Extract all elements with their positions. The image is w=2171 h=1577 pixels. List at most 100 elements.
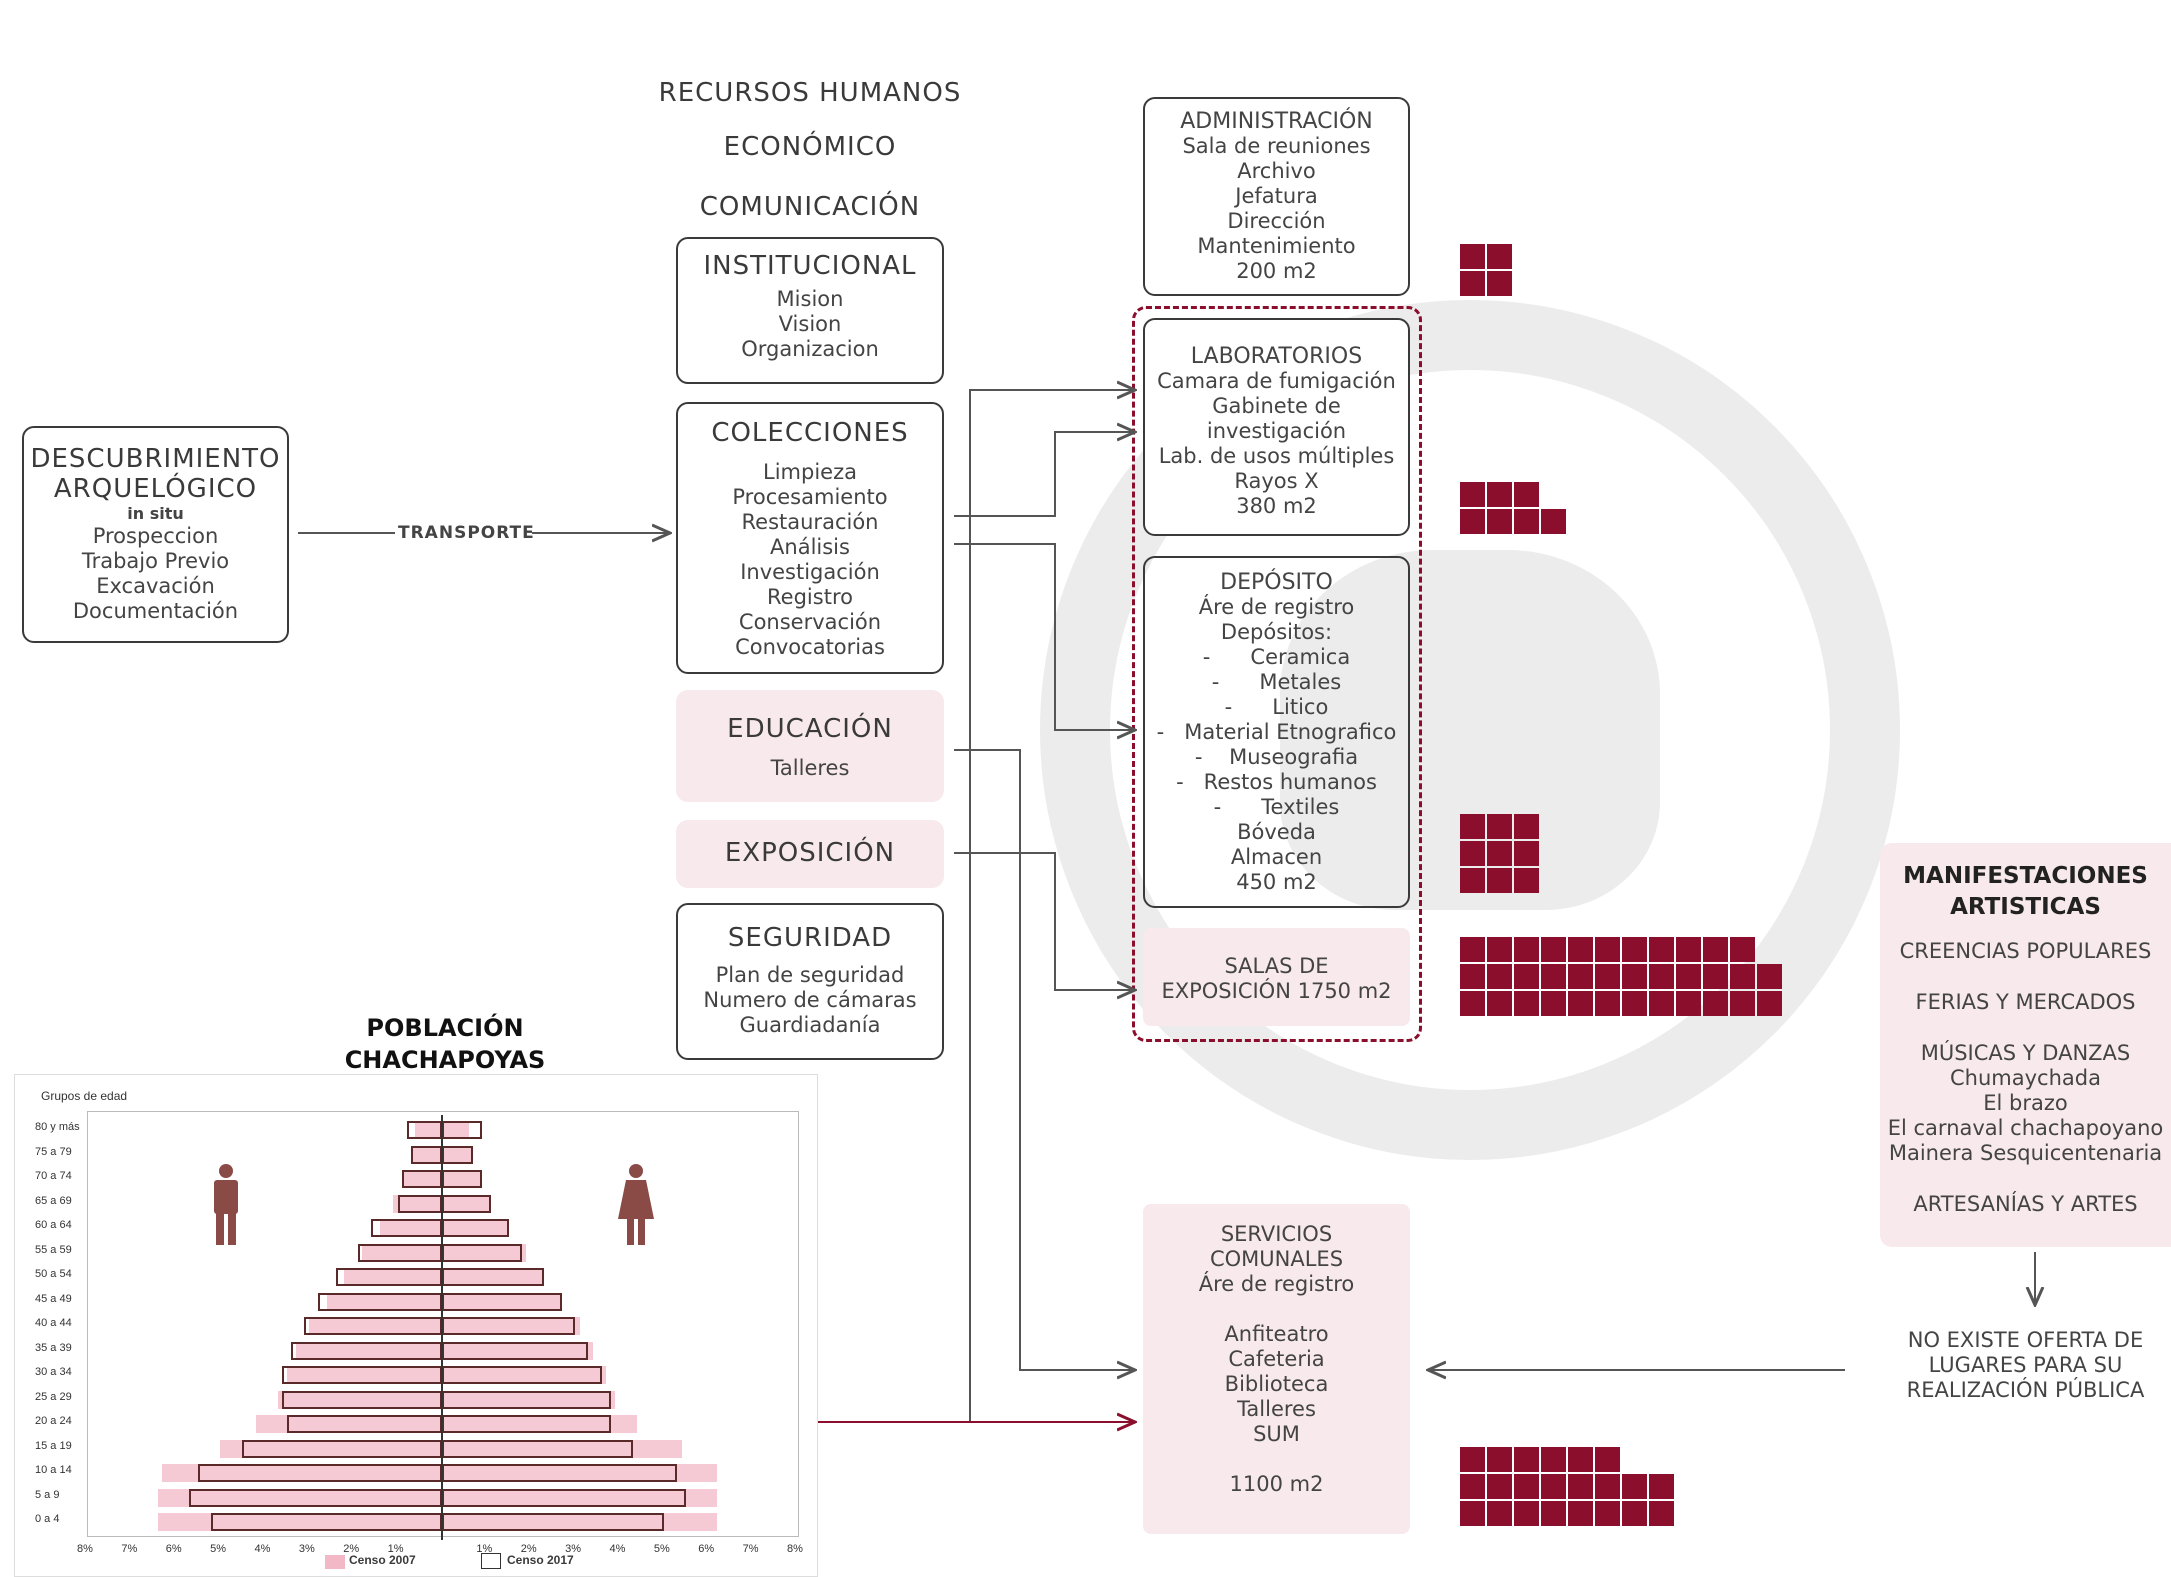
bar-2017-male: [357, 1243, 442, 1262]
seguridad-line: Guardiadanía: [739, 1013, 881, 1037]
seguridad-line: Plan de seguridad: [715, 963, 905, 987]
deposito-line: Almacen: [1230, 845, 1323, 869]
bar-2017-male: [286, 1415, 442, 1433]
chart-ylabel: Grupos de edad: [41, 1089, 128, 1103]
area-block-servicios: [1568, 1447, 1593, 1472]
poblacion-title: POBLACIÓN CHACHAPOYAS: [300, 1012, 590, 1076]
bar-2007-female: [442, 1415, 638, 1433]
area-block-salas: [1595, 991, 1620, 1016]
no-existe-text: NO EXISTE OFERTA DE LUGARES PARA SU REAL…: [1880, 1328, 2171, 1403]
area-block-salas: [1487, 937, 1512, 962]
area-block-servicios: [1460, 1501, 1485, 1526]
area-block-salas: [1676, 964, 1701, 989]
area-block-salas: [1703, 991, 1728, 1016]
area-block-salas: [1622, 991, 1647, 1016]
seguridad-box: SEGURIDAD Plan de seguridad Numero de cá…: [676, 903, 944, 1060]
area-block-salas: [1460, 937, 1485, 962]
x-tick-label: 1%: [476, 1543, 493, 1555]
area-block-deposito: [1514, 814, 1539, 839]
institucional-line: Mision: [776, 287, 844, 311]
bar-2007-female: [442, 1170, 482, 1188]
servicios-line: Talleres: [1237, 1397, 1316, 1421]
x-tick-label: 7%: [742, 1543, 759, 1555]
bar-2017-male: [242, 1439, 442, 1458]
manifestaciones-item: MÚSICAS Y DANZAS: [1920, 1041, 2131, 1065]
musicas-item: El carnaval chachapoyano: [1887, 1116, 2164, 1140]
bar-2017-male: [189, 1488, 442, 1507]
area-block-salas: [1514, 991, 1539, 1016]
laboratorios-line: Lab. de usos múltiples: [1158, 444, 1395, 468]
manifestaciones-item: FERIAS Y MERCADOS: [1915, 990, 2136, 1014]
area-block-salas: [1460, 991, 1485, 1016]
bar-2007-female: [442, 1194, 491, 1213]
deposito-line: Áre de registro: [1198, 595, 1355, 619]
colecciones-lines: Limpieza Procesamiento Restauración Anál…: [678, 460, 942, 660]
x-tick-label: 3%: [565, 1543, 582, 1555]
bar-2017-female: [442, 1194, 491, 1213]
age-group-label: 40 a 44: [35, 1317, 72, 1329]
area-block-salas: [1730, 937, 1755, 962]
administracion-line: Sala de reuniones: [1182, 134, 1371, 158]
transporte-label: TRANSPORTE: [398, 523, 535, 543]
salas-line: EXPOSICIÓN 1750 m2: [1161, 979, 1392, 1003]
area-block-administracion: [1487, 244, 1512, 269]
exposicion-title: EXPOSICIÓN: [724, 838, 896, 868]
bar-2007-male: [402, 1170, 442, 1188]
servicios-line: COMUNALES: [1209, 1247, 1344, 1271]
legend-label-2007: Censo 2007: [349, 1553, 416, 1567]
area-block-laboratorios: [1487, 509, 1512, 534]
chart-plot-area: [87, 1111, 799, 1537]
area-block-laboratorios: [1514, 509, 1539, 534]
area-block-administracion: [1487, 271, 1512, 296]
area-block-salas: [1595, 937, 1620, 962]
legend-swatch-2007: [325, 1555, 345, 1569]
bar-2007-male: [286, 1366, 442, 1384]
manifestaciones-title: MANIFESTACIONES: [1903, 863, 2148, 889]
bar-2007-male: [410, 1145, 442, 1164]
x-tick-label: 6%: [165, 1543, 182, 1555]
x-tick-label: 4%: [609, 1543, 626, 1555]
bar-2017-female: [442, 1390, 611, 1409]
bar-2007-male: [415, 1121, 442, 1139]
musicas-item: Mainera Sesquicentenaria: [1888, 1141, 2163, 1165]
bar-2017-female: [442, 1292, 562, 1311]
area-block-administracion: [1460, 271, 1485, 296]
bar-2007-female: [442, 1488, 718, 1507]
colecciones-to-deposito: [954, 543, 1135, 730]
deposito-title: DEPÓSITO: [1220, 570, 1333, 595]
bar-2007-male: [255, 1415, 442, 1433]
no-existe-line: REALIZACIÓN PÚBLICA: [1906, 1378, 2145, 1402]
x-tick-label: 2%: [343, 1543, 360, 1555]
x-tick-label: 8%: [787, 1543, 803, 1555]
area-block-servicios: [1487, 1474, 1512, 1499]
area-block-deposito: [1514, 841, 1539, 866]
male-icon: [214, 1164, 238, 1245]
x-tick-label: 8%: [77, 1543, 93, 1555]
area-block-salas: [1757, 964, 1782, 989]
bar-2017-male: [211, 1513, 442, 1531]
age-group-label: 20 a 24: [35, 1415, 72, 1427]
institucional-line: Organizacion: [741, 337, 879, 361]
administracion-line: Jefatura: [1235, 184, 1318, 208]
area-block-laboratorios: [1487, 482, 1512, 507]
area-block-salas: [1568, 937, 1593, 962]
area-block-salas: [1460, 964, 1485, 989]
bar-2017-female: [442, 1415, 611, 1433]
institucional-line: Vision: [778, 312, 842, 336]
age-group-label: 30 a 34: [35, 1366, 72, 1378]
x-tick-label: 5%: [210, 1543, 227, 1555]
bar-2017-female: [442, 1268, 545, 1286]
laboratorios-line: Gabinete de: [1212, 394, 1341, 418]
colecciones-line: Procesamiento: [732, 485, 888, 509]
area-block-deposito: [1460, 841, 1485, 866]
bar-2007-female: [442, 1243, 527, 1262]
bar-2017-female: [442, 1145, 474, 1164]
area-block-servicios: [1460, 1474, 1485, 1499]
colecciones-line: Registro: [767, 585, 853, 609]
area-block-salas: [1541, 964, 1566, 989]
bar-2007-female: [442, 1145, 474, 1164]
bar-2017-male: [402, 1170, 442, 1188]
area-block-deposito: [1460, 814, 1485, 839]
descubrimiento-line: Excavación: [96, 574, 215, 598]
descubrimiento-line: Prospeccion: [92, 524, 219, 548]
